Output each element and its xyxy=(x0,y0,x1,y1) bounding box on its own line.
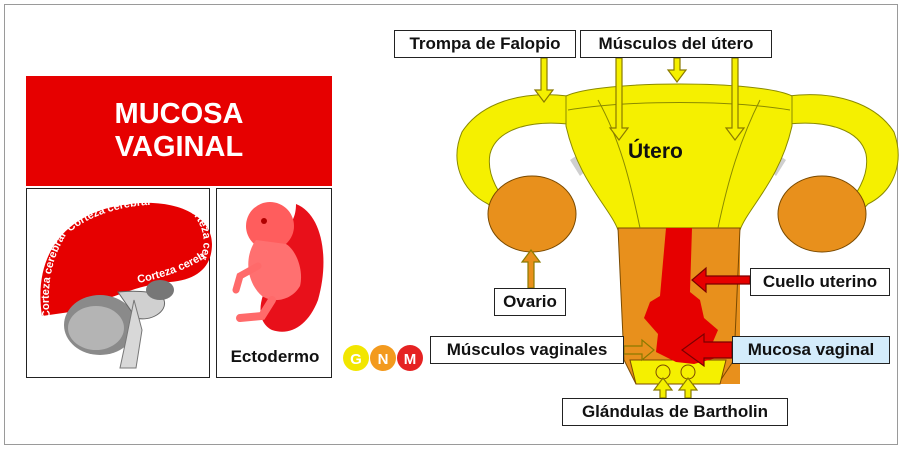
logo-n: N xyxy=(378,351,389,368)
logo-g: G xyxy=(350,351,362,368)
uterus-label: Útero xyxy=(628,140,683,164)
ectoderm-label: Ectodermo xyxy=(218,347,332,367)
brain-illustration: Corteza cerebral Corteza cerebral Cortez… xyxy=(0,0,213,368)
logo-m: M xyxy=(404,351,417,368)
label-vaginal-muscles: Músculos vaginales xyxy=(430,336,624,364)
gnm-logo: G N M xyxy=(343,345,423,371)
label-cervix: Cuello uterino xyxy=(750,268,890,296)
embryo-illustration xyxy=(236,202,323,332)
label-fallopian-tube: Trompa de Falopio xyxy=(394,30,576,58)
label-vaginal-mucosa: Mucosa vaginal xyxy=(732,336,890,364)
label-bartholin-glands: Glándulas de Bartholin xyxy=(562,398,788,426)
label-uterus-muscles: Músculos del útero xyxy=(580,30,772,58)
label-ovary: Ovario xyxy=(494,288,566,316)
